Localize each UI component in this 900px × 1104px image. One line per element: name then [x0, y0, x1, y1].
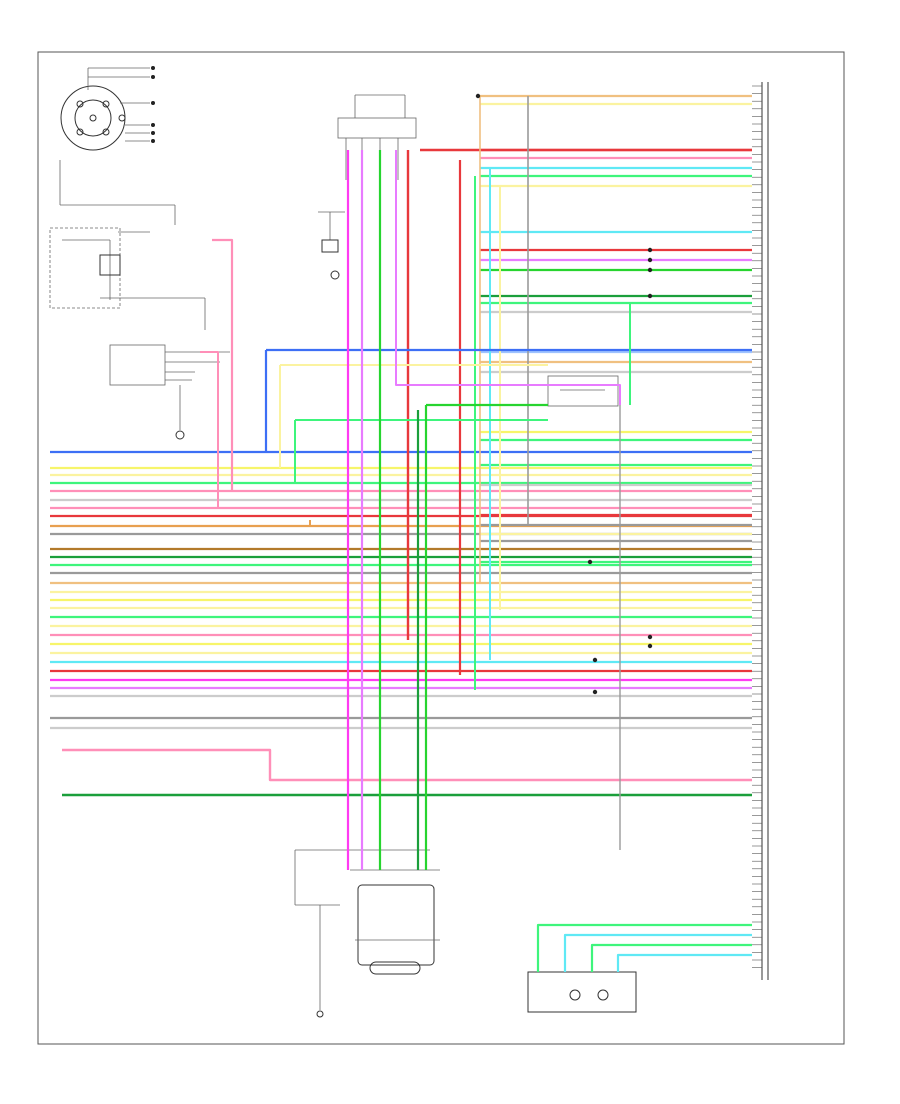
wire-iac-1: [536, 923, 752, 972]
wire-green-upper: [294, 419, 548, 483]
wire-iac-4: [616, 953, 752, 972]
wire-pink-tcc: [200, 351, 219, 508]
wire-yellow-upper: [279, 364, 548, 468]
connector-dot-2: [647, 247, 653, 253]
connector-dot-4: [647, 267, 653, 273]
wire-green-throttle: [424, 403, 548, 870]
wire-iac-2: [563, 933, 752, 972]
connector-dot-9: [647, 634, 653, 640]
diagram-frame: [37, 51, 845, 1045]
connector-markers: [475, 93, 653, 695]
wire-violet-throttle: [395, 150, 621, 405]
ignition-relay-block[interactable]: [49, 227, 206, 330]
connector-dot-6: [587, 559, 593, 565]
gauge-cluster-module[interactable]: [294, 849, 440, 1018]
wire-harness: [50, 94, 752, 972]
pcm-connector[interactable]: [761, 82, 769, 980]
pcm-pin-ticks: [752, 85, 762, 968]
center-connector-block[interactable]: [337, 94, 417, 180]
distributor-terminal-icons: [151, 66, 155, 143]
idle-air-control[interactable]: [527, 971, 637, 1013]
tcc-switch-block[interactable]: [109, 344, 230, 440]
connector-dot-3: [647, 257, 653, 263]
distributor[interactable]: [59, 67, 176, 225]
connector-dot-1: [475, 93, 481, 99]
connector-dot-10: [647, 643, 653, 649]
connector-dot-7: [592, 657, 598, 663]
connector-dot-8: [592, 689, 598, 695]
oil-pressure-switch[interactable]: [318, 211, 345, 280]
throttle-position-sensor[interactable]: [547, 375, 619, 407]
wire-pink-upper: [212, 238, 234, 491]
connector-dot-5: [647, 293, 653, 299]
wire-pink-lower: [62, 748, 752, 782]
wire-iac-3: [590, 943, 752, 972]
